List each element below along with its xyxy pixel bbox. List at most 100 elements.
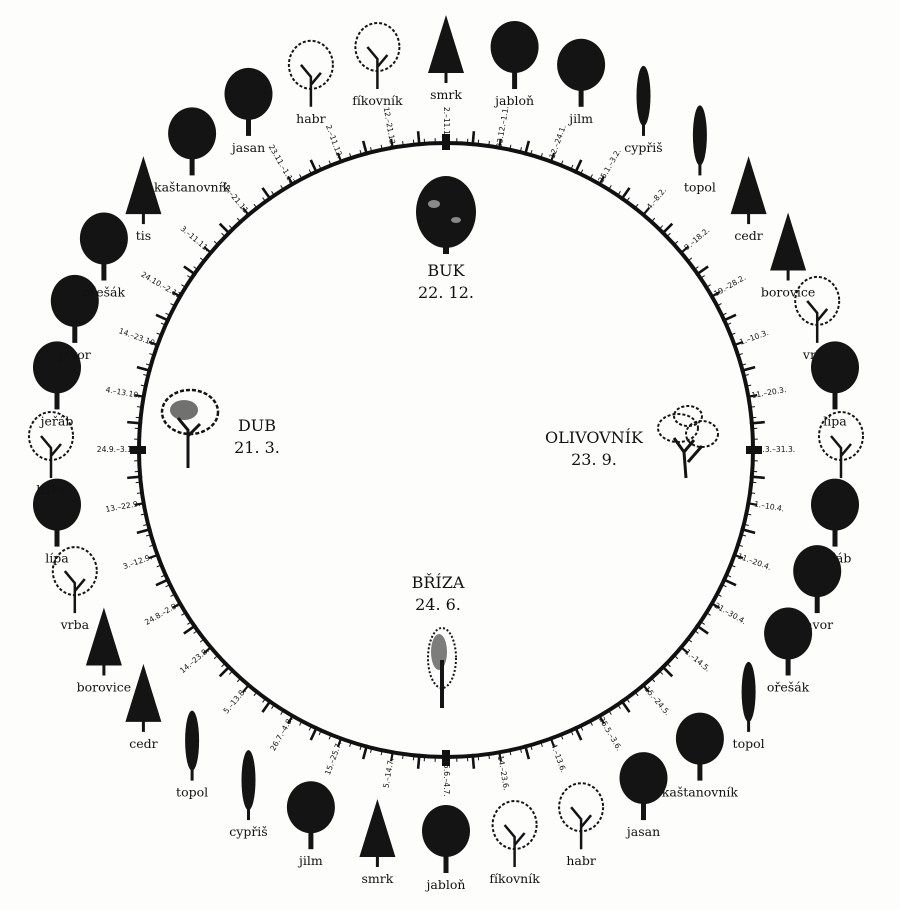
segment-boundary: [309, 159, 319, 175]
segment-boundary: [127, 475, 143, 480]
ring-tick: [143, 523, 149, 526]
tree-icon: [33, 341, 81, 410]
cardinal-buk-name: BUK: [427, 261, 465, 280]
ring-tick: [751, 481, 757, 484]
tree-icon: [730, 156, 767, 225]
ring-tick: [570, 164, 574, 170]
ring-tick: [236, 217, 241, 223]
ring-tick: [412, 139, 415, 145]
segment-boundary: [155, 577, 171, 587]
ring-tick: [730, 564, 736, 568]
ring-tick: [136, 406, 143, 408]
tree-icon: [50, 274, 99, 343]
ring-tick: [598, 175, 605, 185]
tree-name: fíkovník: [489, 871, 540, 886]
ring-tick: [530, 744, 533, 751]
cardinal-mark-bottom: [442, 750, 450, 766]
tree-name: vrba: [60, 617, 90, 632]
ring-tick: [740, 534, 747, 537]
segment-boundary: [660, 664, 674, 678]
tree-icon: [557, 38, 606, 107]
ring-tick: [199, 638, 205, 643]
segment-boundary: [740, 527, 756, 535]
tree-icon: [168, 107, 217, 176]
tree-name: topol: [176, 785, 208, 800]
ring-tick: [412, 755, 415, 761]
segment-boundary: [416, 131, 421, 147]
cardinal-mark-right: [746, 446, 762, 454]
segment-dates: 21.–30.4.: [713, 601, 748, 626]
tree-icon: [359, 799, 396, 867]
ring-tick: [680, 246, 689, 254]
ring-tick: [203, 646, 212, 654]
ring-tick: [253, 203, 258, 209]
ring-tick: [299, 174, 303, 180]
ring-tick: [187, 275, 192, 279]
tree-name: borovice: [761, 285, 816, 300]
segment-dates: 14.–23.10.: [118, 326, 159, 348]
segment-boundary: [721, 313, 737, 323]
ring-tick: [187, 621, 192, 625]
ring-tick: [743, 523, 749, 526]
cardinal-mark-left: [130, 446, 146, 454]
ring-tick: [519, 147, 522, 153]
segment-boundary: [695, 265, 709, 277]
tree-name: kaštanovník: [662, 785, 739, 800]
ring-tick: [530, 149, 533, 156]
segment-boundary: [523, 140, 531, 156]
ring-tick: [626, 698, 630, 703]
ring-tick: [721, 584, 727, 588]
tree-name: lípa: [823, 413, 847, 428]
ring-tick: [262, 698, 266, 703]
tree-icon: [811, 478, 859, 547]
segment-dates: 1.–10.3.: [738, 328, 770, 347]
ring-tick: [134, 502, 144, 506]
ring-tick: [737, 353, 743, 356]
ring-tick: [242, 207, 250, 216]
ring-tick: [171, 602, 181, 609]
segment-dates: 4.–13.6.: [549, 742, 568, 774]
segment-boundary: [261, 699, 273, 713]
ring-tick: [498, 752, 502, 762]
ring-tick: [134, 394, 144, 398]
tree-name: jilm: [567, 111, 593, 126]
ring-tick: [570, 730, 574, 736]
ring-tick: [370, 147, 373, 153]
ring-tick: [181, 284, 186, 288]
tree-icon: [741, 661, 756, 732]
segment-boundary: [127, 420, 143, 425]
ring-tick: [287, 175, 294, 185]
ring-tick: [242, 684, 250, 693]
birch-tree-icon: [427, 627, 457, 708]
tree-name: jasan: [230, 140, 265, 155]
ring-tick: [549, 738, 556, 748]
ring-tick: [221, 662, 226, 668]
ring-tick: [488, 140, 490, 147]
ring-tick: [370, 747, 373, 753]
olive-tree-icon: [657, 405, 719, 479]
tree-icon: [354, 22, 401, 89]
cardinal-briza-date: 24. 6.: [415, 595, 461, 614]
segment-dates: 3.–11.11.: [179, 224, 212, 254]
ring-tick: [509, 144, 512, 150]
tree-name: jilm: [297, 853, 323, 868]
ring-tick: [580, 725, 584, 731]
ring-tick: [700, 621, 705, 625]
tree-icon: [692, 105, 707, 176]
ring-tick: [730, 332, 736, 336]
ring-tick: [519, 747, 522, 753]
tree-icon: [619, 752, 668, 821]
tree-name: jabloň: [493, 93, 534, 108]
ring-tick: [734, 340, 744, 347]
tree-icon: [811, 341, 859, 410]
ring-tick: [737, 544, 743, 547]
ring-tick: [687, 638, 693, 643]
tree-name: cypřiš: [229, 824, 267, 839]
ring-tick: [540, 741, 543, 747]
tree-icon: [125, 156, 162, 225]
ring-tick: [666, 232, 671, 238]
segment-dates: 9.–18.2.: [682, 226, 711, 252]
ring-tick: [642, 207, 650, 216]
tree-name: cedr: [129, 736, 157, 751]
